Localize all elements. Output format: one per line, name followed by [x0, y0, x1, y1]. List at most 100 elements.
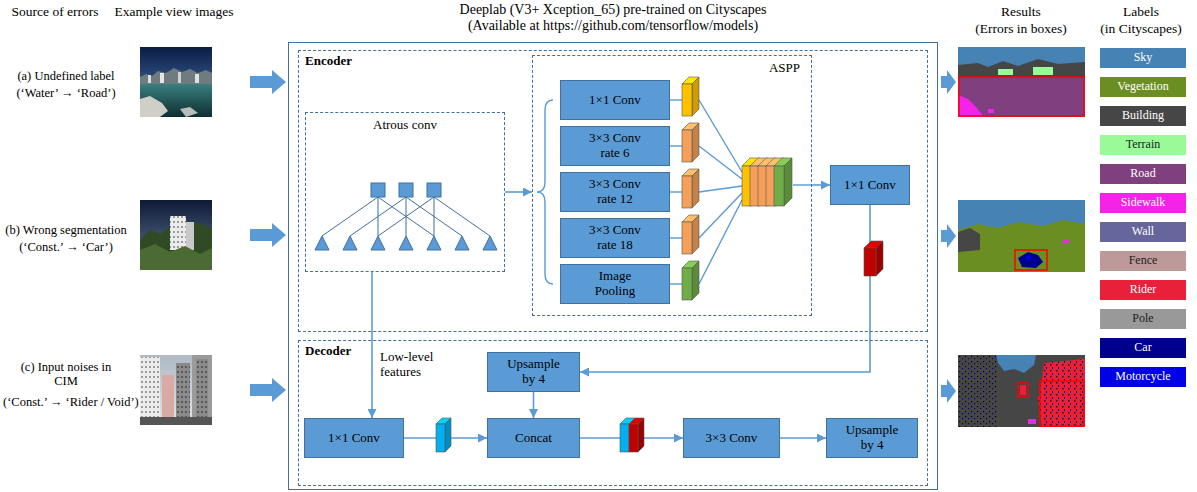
atrous-conv-figure-part: [427, 183, 441, 197]
connector-arrow: [371, 272, 373, 418]
legend-swatch: Pole: [1100, 309, 1186, 329]
atrous-conv-figure-part: [322, 197, 378, 236]
view-image-towers: [140, 355, 212, 425]
aspp-wiring-part: [670, 191, 682, 192]
feature-map-cube: [629, 418, 644, 452]
legend-text: Terrain: [1126, 138, 1160, 152]
atrous-conv-figure-part: [378, 197, 434, 236]
view-image-hillside-part: [170, 216, 186, 250]
atrous-conv-figure-part: [427, 236, 441, 250]
atrous-conv-figure-part: [434, 197, 490, 236]
group-heading: Atrous conv: [305, 112, 505, 133]
view-image-harbour-part: [140, 68, 212, 85]
view-image-towers-part: [140, 355, 212, 425]
cube-front: [436, 424, 445, 452]
view-image-harbour-part: [140, 47, 212, 117]
caption-text: (Errors in boxes): [975, 21, 1066, 37]
legend-text: Sky: [1134, 51, 1153, 65]
cube-front: [682, 176, 692, 208]
result-map-c: [958, 355, 1085, 427]
model-frame: Deeplab (V3+ Xception_65) pre-trained on…: [288, 42, 938, 490]
result-map-a-part: [988, 109, 994, 113]
view-image-towers-part: [140, 417, 212, 425]
caption-text: (‘Const.’ → ‘Rider / Void’): [3, 395, 139, 409]
feature-map-cube: [774, 158, 792, 206]
layer-box: Upsample by 4: [487, 352, 580, 392]
cube-front: [682, 222, 692, 254]
legend-swatch: Motorcycle: [1100, 367, 1186, 387]
caption-text: Example view images: [114, 4, 233, 20]
result-map-c-part: [1020, 385, 1026, 395]
result-map-b-part: [1018, 252, 1043, 268]
result-map-a: [958, 47, 1085, 117]
view-image-hillside-part: [140, 200, 212, 270]
view-image-hillside-part: [186, 222, 194, 250]
result-map-b-part: [1063, 240, 1069, 243]
cube-side: [692, 77, 699, 116]
atrous-conv-figure-part: [406, 197, 462, 236]
layer-label: 1×1 Conv: [328, 431, 380, 446]
cube-front: [774, 166, 784, 206]
aspp-wiring-part: [670, 99, 682, 100]
cube-front: [620, 424, 629, 452]
aspp-wiring-part: [793, 184, 812, 185]
cube-side: [638, 418, 644, 452]
layer-box: 3×3 Conv: [683, 418, 780, 458]
layer-label: Image Pooling: [580, 269, 650, 299]
legend-text: Motorcycle: [1115, 370, 1170, 384]
layer-box: Upsample by 4: [826, 418, 918, 458]
atrous-conv-figure-part: [434, 197, 435, 236]
result-map-c-part: [958, 355, 998, 427]
caption-text: Source of errors: [12, 4, 99, 20]
legend-text: Vegetation: [1117, 80, 1168, 94]
connector-arrow: [533, 392, 535, 418]
aspp-wiring-part: [537, 100, 553, 284]
aspp-wiring-part: [699, 146, 742, 179]
result-map-a-part: [998, 69, 1013, 75]
result-map-c-part: [1038, 359, 1085, 427]
aspp-wiring-part: [670, 283, 682, 284]
layer-label: 3×3 Conv: [706, 431, 758, 446]
cube-side: [692, 169, 699, 208]
layer-box: 1×1 Conv: [830, 165, 910, 205]
caption-text: (in Cityscapes): [1100, 21, 1181, 37]
legend-text: Rider: [1130, 283, 1157, 297]
view-image-towers-part: [196, 359, 208, 419]
result-map-a-part: [958, 47, 1085, 117]
edge-label-box: Low-level features: [380, 350, 442, 380]
caption-box: Source of errors: [12, 4, 99, 20]
view-image-towers-part: [176, 363, 190, 425]
layer-box: 3×3 Conv rate 6: [560, 126, 670, 166]
result-map-a-part: [958, 59, 1085, 77]
view-image-harbour-part: [140, 96, 168, 117]
view-image-hillside-part: [140, 244, 212, 270]
caption-text: (‘Water’ → ‘Road’): [16, 86, 115, 100]
legend-swatch: Road: [1100, 164, 1186, 184]
legend-swatch: Building: [1100, 106, 1186, 126]
layer-label: 3×3 Conv rate 12: [580, 177, 650, 207]
edge-label: Low-level features: [380, 350, 442, 380]
view-image-harbour-part: [180, 107, 198, 117]
view-image-harbour-part: [160, 73, 164, 83]
legend-swatch: Vegetation: [1100, 77, 1186, 97]
view-image-towers-part: [192, 355, 212, 425]
caption-box: (a) Undefined label: [17, 68, 114, 84]
feature-map-cube: [682, 261, 699, 300]
caption-box: (b) Wrong segmentation: [5, 222, 126, 238]
atrous-conv-figure-part: [371, 236, 385, 250]
encoder-frame: EncoderAtrous convASPP1×1 Conv3×3 Conv r…: [298, 50, 928, 332]
cube-side: [692, 261, 699, 300]
feature-map-cube: [436, 418, 451, 452]
connector-arrow: [780, 437, 826, 439]
caption-text: (‘Const.’ → ‘Car’): [19, 240, 113, 254]
result-map-c-part: [1040, 381, 1084, 426]
atrous-conv-figure-part: [378, 197, 434, 236]
result-map-b-part: [958, 220, 1085, 272]
atrous-conv-figure-part: [399, 183, 413, 197]
layer-label: 1×1 Conv: [844, 178, 896, 193]
aspp-wiring-part: [670, 237, 682, 238]
layer-box: 1×1 Conv: [560, 80, 670, 120]
aspp-wiring-part: [699, 100, 742, 172]
caption-box: (‘Const.’ → ‘Car’): [19, 239, 113, 255]
